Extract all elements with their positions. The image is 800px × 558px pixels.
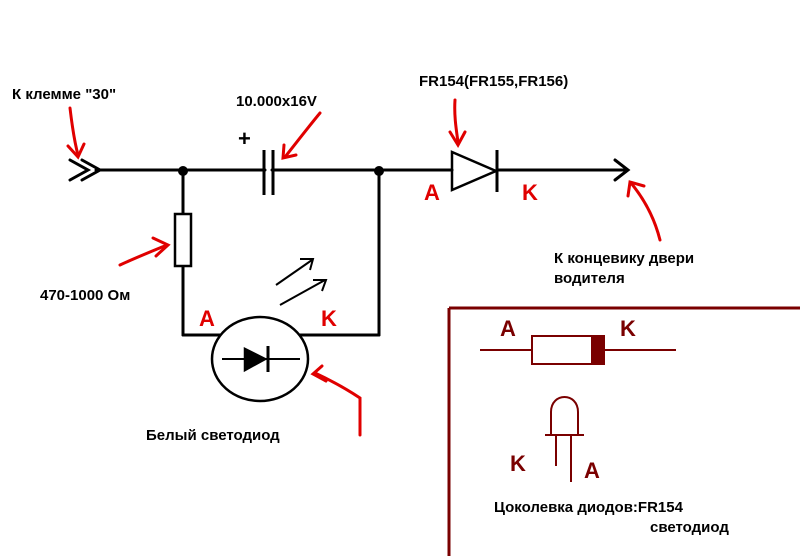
inset-led-anode-label: A (584, 458, 600, 483)
led-symbol (210, 315, 310, 403)
inset-led-pinout (545, 396, 584, 482)
capacitor-symbol (262, 150, 275, 195)
annotation-arrows (66, 98, 662, 437)
terminal-label: К клемме "30" (12, 86, 117, 103)
door-switch-label-line2: водителя (554, 270, 625, 287)
capacitor-label: 10.000x16V (236, 93, 317, 110)
led-anode-label: A (199, 306, 215, 331)
diode-anode-label: A (424, 180, 440, 205)
inset-frame (447, 306, 800, 556)
inset-diode-anode-label: A (500, 316, 516, 341)
diode-symbol (450, 150, 500, 192)
resistor-symbol (173, 212, 193, 268)
pinout-label-line2: светодиод (650, 519, 729, 536)
inset-diode-cathode-label: K (620, 316, 636, 341)
junction-dot-right (374, 166, 384, 176)
led-label: Белый светодиод (146, 427, 280, 444)
resistor-label: 470-1000 Ом (40, 287, 131, 304)
pinout-label-line1: Цоколевка диодов:FR154 (494, 499, 683, 516)
diode-label: FR154(FR155,FR156) (419, 73, 569, 90)
diode-cathode-label: K (522, 180, 538, 205)
light-arrows (275, 258, 328, 306)
inset-diode-pinout (480, 335, 676, 365)
led-cathode-label: K (321, 306, 337, 331)
junction-dot-left (178, 166, 188, 176)
door-switch-label-line1: К концевику двери (554, 250, 695, 267)
capacitor-plus-sign: + (238, 126, 251, 151)
inset-led-cathode-label: K (510, 451, 526, 476)
